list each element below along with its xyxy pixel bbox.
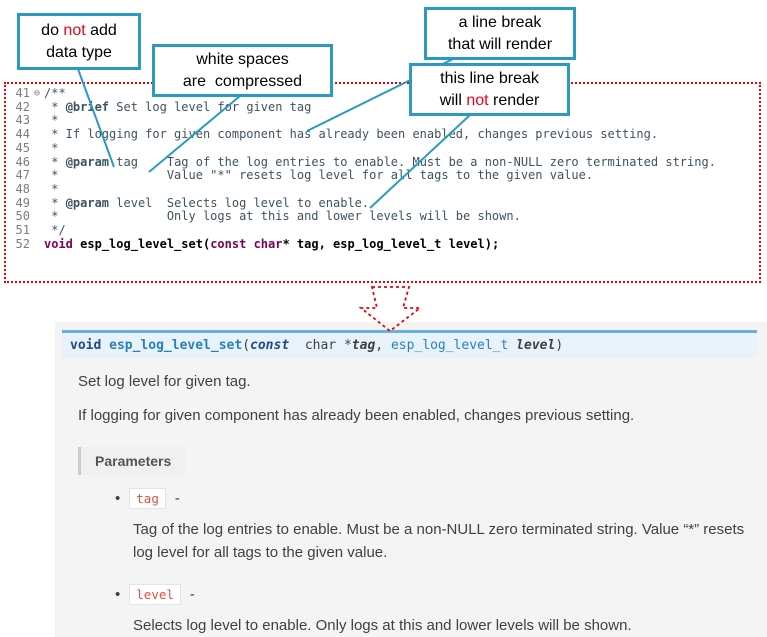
callout-line: a line break [458, 13, 542, 31]
line-number: 51 [15, 223, 30, 238]
code-text: */ [44, 223, 66, 238]
sig-text: ) [555, 338, 564, 353]
callout-line: this line break [440, 69, 539, 87]
code-line: 51 */ [8, 223, 757, 238]
fold-gutter [30, 114, 44, 128]
sig-function-name: esp_log_level_set [109, 338, 243, 353]
line-number: 46 [15, 154, 30, 169]
code-line: 50 * Only logs at this and lower levels … [8, 209, 757, 224]
line-number: 48 [15, 181, 30, 196]
fold-gutter [30, 128, 44, 142]
line-number: 50 [15, 209, 30, 224]
fold-gutter [30, 156, 44, 170]
code-text: * [44, 113, 59, 128]
code-lines: 41⊖/**42 * @brief Set log level for give… [8, 86, 757, 252]
fold-gutter [30, 183, 44, 197]
code-line: 44 * If logging for given component has … [8, 127, 757, 142]
detailed-description: If logging for given component has alrea… [78, 407, 635, 424]
fold-gutter [30, 238, 44, 252]
code-text: * @param tag Tag of the log entries to e… [44, 154, 716, 169]
parameter-head: • level- [115, 583, 767, 605]
code-text: * @brief Set log level for given tag [44, 99, 312, 114]
bullet-icon: • [115, 585, 121, 603]
dash: - [189, 585, 195, 603]
sig-text: , [375, 338, 391, 353]
sig-param-type: esp_log_level_t [390, 338, 509, 353]
line-number: 45 [15, 140, 30, 155]
code-line: 52 void esp_log_level_set(const char* tag… [8, 236, 757, 252]
code-line: 48 * [8, 181, 757, 197]
code-line: 49 * @param level Selects log level to e… [8, 195, 757, 211]
sig-text: char * [289, 338, 352, 353]
parameter-description: Tag of the log entries to enable. Must b… [133, 521, 745, 562]
line-number: 44 [15, 127, 30, 142]
parameter-item: • tag- Tag of the log entries to enable. M… [115, 488, 767, 565]
fold-gutter [30, 169, 44, 183]
code-text: /** [44, 86, 66, 100]
sig-return-type: void [70, 338, 102, 353]
callout-no-datatype: do not add data type [17, 13, 141, 70]
code-line: 46 * @param tag Tag of the log entries t… [8, 154, 757, 170]
parameter-item: • level- Selects log level to enable. Only… [115, 583, 767, 637]
parameters-label: Parameters [78, 447, 186, 475]
rendered-docs-panel: void esp_log_level_set(const char *tag, … [55, 322, 767, 637]
callout-whitespace-compressed: white spaces are compressed [152, 44, 333, 97]
line-number: 47 [15, 168, 30, 183]
code-text: * If logging for given component has alr… [44, 127, 659, 142]
code-line: 42 * @brief Set log level for given tag [8, 99, 757, 115]
line-number: 49 [15, 195, 30, 210]
line-number: 42 [15, 99, 30, 114]
fold-collapse-icon[interactable]: ⊖ [33, 88, 41, 99]
code-text: * Value "*" resets log level for all tag… [44, 168, 594, 183]
code-text: * Only logs at this and lower levels wil… [44, 209, 521, 224]
fold-gutter [30, 101, 44, 115]
callout-linebreak-not-render: this line break will not render [409, 63, 570, 116]
callout-linebreak-renders: a line break that will render [424, 7, 576, 60]
code-line: 41⊖/** [8, 86, 757, 101]
code-text: * [44, 140, 59, 155]
parameter-head: • tag- [115, 488, 767, 509]
callout-line: will not render [439, 91, 540, 109]
callout-line: white spaces [196, 50, 289, 68]
parameter-name: level [129, 583, 181, 605]
fold-gutter [30, 197, 44, 211]
code-text: void esp_log_level_set(const char* tag, … [44, 236, 500, 251]
sig-text [508, 338, 516, 353]
brief-description: Set log level for given tag. [78, 373, 251, 390]
fold-gutter [30, 224, 44, 238]
code-text: * @param level Selects log level to enab… [44, 195, 370, 210]
dash: - [174, 490, 180, 507]
code-line: 47 * Value "*" resets log level for all … [8, 168, 757, 183]
code-line: 45 * [8, 140, 757, 156]
callout-line: are compressed [182, 72, 303, 90]
sig-param-level: level [516, 338, 556, 353]
sig-param-tag: tag [351, 338, 376, 353]
code-text: * [44, 181, 59, 196]
code-line: 43 * [8, 114, 757, 128]
parameter-name: tag [129, 488, 166, 509]
function-signature: void esp_log_level_set(const char *tag, … [62, 330, 757, 358]
callout-line: data type [46, 43, 112, 61]
callout-line: do not add [41, 21, 117, 39]
bullet-icon: • [115, 490, 121, 507]
sig-text [101, 338, 109, 353]
fold-gutter [30, 142, 44, 156]
fold-gutter [30, 210, 44, 224]
line-number: 43 [15, 113, 30, 128]
line-number: 41 [15, 86, 30, 100]
sig-const-keyword: const [250, 338, 290, 353]
line-number: 52 [15, 236, 30, 251]
code-editor-snippet: 41⊖/**42 * @brief Set log level for give… [4, 82, 761, 283]
parameter-description: Selects log level to enable. Only logs a… [133, 616, 632, 634]
callout-line: that will render [447, 35, 553, 53]
sig-text: ( [242, 338, 251, 353]
parameters-list: •tag-Tag of the log entries to enable. M… [115, 488, 767, 637]
